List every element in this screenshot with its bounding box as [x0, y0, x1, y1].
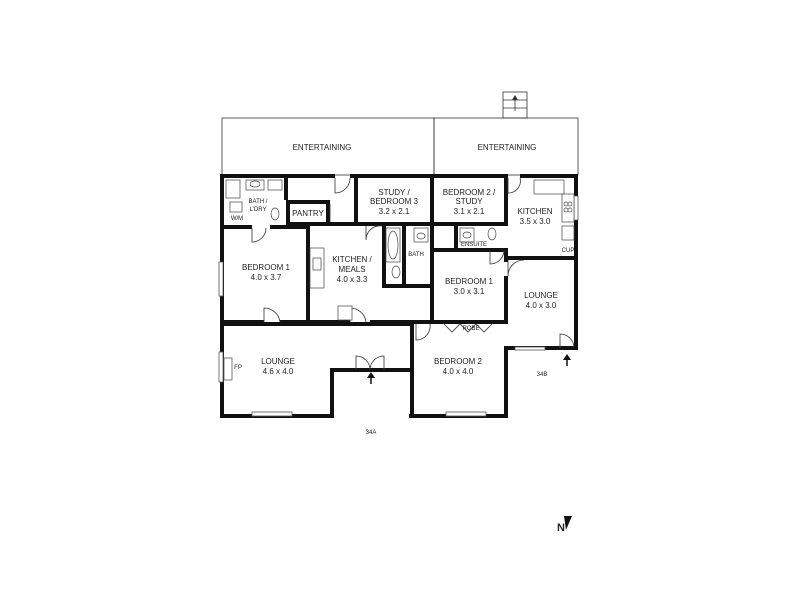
entry-arrow-icon-b	[563, 354, 571, 366]
lounge-a-size: 4.6 x 4.0	[263, 367, 294, 376]
lounge-a-label: LOUNGE	[261, 357, 295, 366]
bath-b-label: BATH	[408, 252, 424, 258]
study-bedroom3-size: 3.2 x 2.1	[379, 207, 410, 216]
fp-label: FP	[234, 365, 242, 371]
fixtures	[223, 179, 575, 381]
bedroom2-a-size: 4.0 x 4.0	[443, 367, 474, 376]
ensuite-label: ENSUITE	[461, 242, 487, 248]
lounge-b-size: 4.0 x 3.0	[526, 301, 557, 310]
entertaining-area-outline	[221, 91, 579, 176]
kitchen-b-label: KITCHEN	[517, 207, 552, 216]
entertaining-a-label: ENTERTAINING	[293, 143, 352, 152]
kitchen-meals-label-1: KITCHEN /	[332, 255, 372, 264]
bedroom2-study-label-2: STUDY	[455, 197, 483, 206]
unit-b-label: 34B	[537, 372, 548, 378]
kitchen-meals-label-2: MEALS	[338, 265, 365, 274]
bedroom1-b-size: 3.0 x 3.1	[454, 287, 485, 296]
bedroom1-a-label: BEDROOM 1	[242, 263, 291, 272]
bath-laundry-label-2: L'DRY	[249, 207, 266, 213]
compass-north-label: N	[557, 522, 565, 534]
kitchen-b-size: 3.5 x 3.0	[520, 217, 551, 226]
windows	[218, 195, 579, 417]
entertaining-b-label: ENTERTAINING	[478, 143, 537, 152]
unit-a-label: 34A	[366, 430, 377, 436]
bedroom2-a-label: BEDROOM 2	[434, 357, 483, 366]
bedroom2-study-size: 3.1 x 2.1	[454, 207, 485, 216]
entry-arrow-icon-a	[367, 372, 375, 384]
bedroom2-study-label-1: BEDROOM 2 /	[443, 188, 496, 197]
room-labels: ENTERTAINING ENTERTAINING BATH / L'DRY W…	[231, 143, 575, 436]
study-bedroom3-label-1: STUDY /	[378, 188, 410, 197]
wm-label: W/M	[231, 216, 243, 222]
lounge-b-label: LOUNGE	[524, 291, 558, 300]
study-bedroom3-label-2: BEDROOM 3	[370, 197, 419, 206]
north-arrow-icon: N	[557, 516, 572, 534]
steps-icon	[502, 91, 528, 119]
robe-label: ROBE	[462, 326, 479, 332]
bedroom1-b-label: BEDROOM 1	[445, 277, 494, 286]
bath-laundry-label-1: BATH /	[249, 199, 268, 205]
cup-label: CUP	[562, 248, 575, 254]
bedroom1-a-size: 4.0 x 3.7	[251, 273, 282, 282]
pantry-label: PANTRY	[292, 209, 324, 218]
kitchen-meals-size: 4.0 x 3.3	[337, 275, 368, 284]
